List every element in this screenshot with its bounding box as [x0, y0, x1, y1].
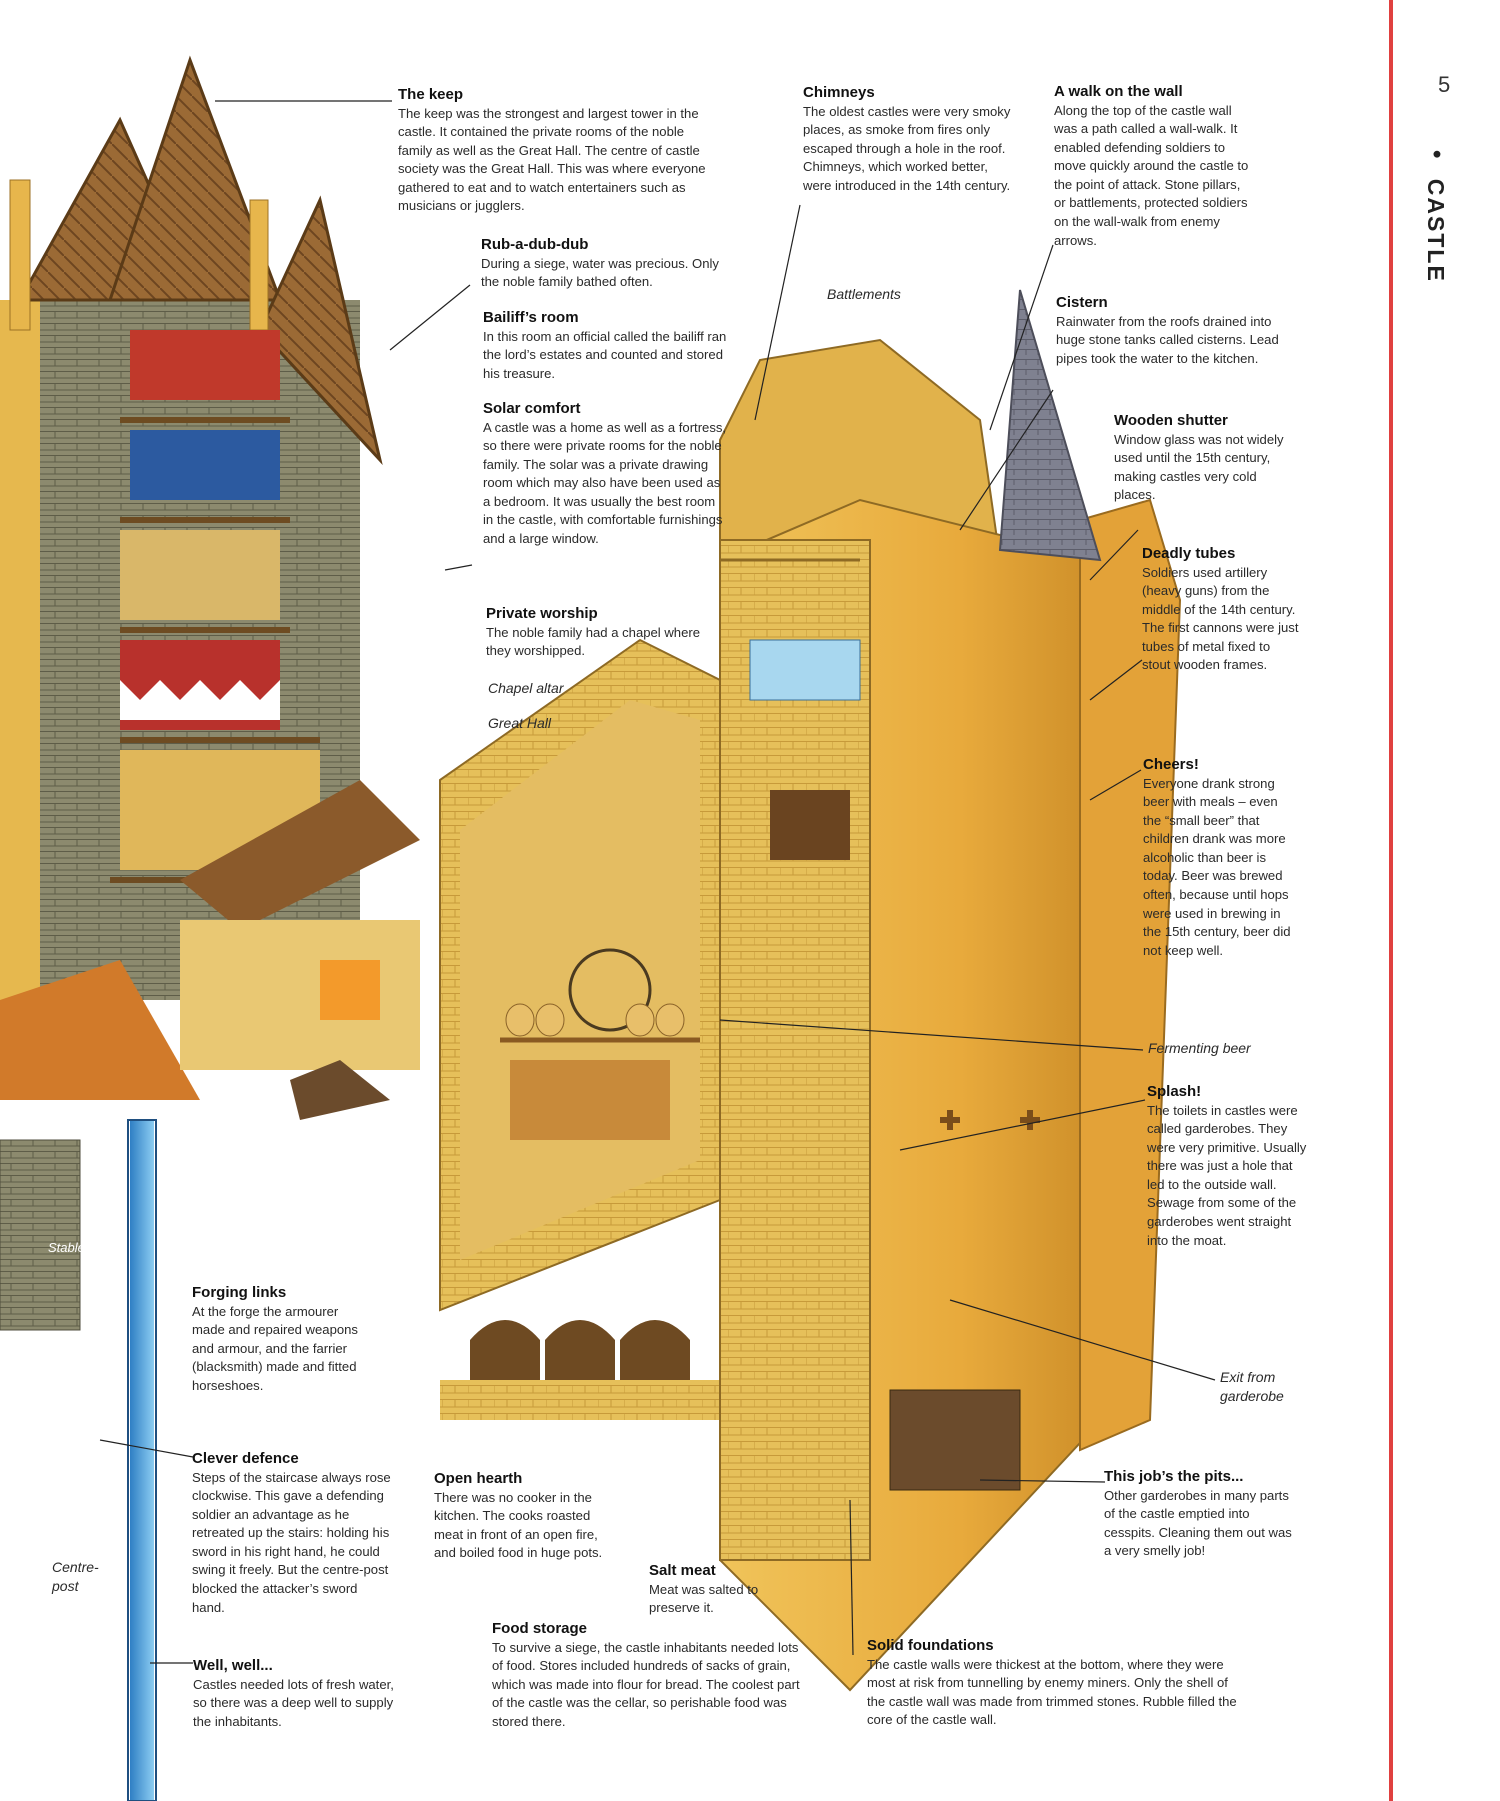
caption-rub-a-dub-dub: Rub-a-dub-dub During a siege, water was … — [481, 236, 721, 292]
label-exit-from-garderobe: Exit from garderobe — [1220, 1369, 1284, 1404]
caption-body: The noble family had a chapel where they… — [486, 624, 700, 659]
well-shaft — [127, 1119, 157, 1801]
caption-body: Meat was salted to preserve it. — [649, 1581, 759, 1616]
caption-title: Deadly tubes — [1142, 545, 1236, 562]
caption-open-hearth: Open hearth There was no cooker in the k… — [434, 1470, 604, 1563]
kitchen-block — [439, 638, 721, 1420]
section-name: CASTLE — [1423, 178, 1449, 283]
caption-body: Soldiers used artillery (heavy guns) fro… — [1142, 564, 1299, 673]
caption-bailiffs-room: Bailiff’s room In this room an official … — [483, 309, 743, 383]
caption-title: Chimneys — [803, 84, 875, 101]
label-great-hall: Great Hall — [488, 715, 552, 731]
caption-title: This job’s the pits... — [1104, 1468, 1244, 1485]
caption-title: Solid foundations — [867, 1637, 994, 1654]
caption-body: A castle was a home as well as a fortres… — [483, 419, 727, 547]
caption-job-the-pits: This job’s the pits... Other garderobes … — [1104, 1468, 1294, 1561]
caption-title: A walk on the wall — [1054, 83, 1183, 100]
caption-body: At the forge the armourer made and repai… — [192, 1303, 358, 1393]
caption-title: Well, well... — [193, 1657, 273, 1674]
caption-deadly-tubes: Deadly tubes Soldiers used artillery (he… — [1142, 545, 1302, 675]
caption-solar-comfort: Solar comfort A castle was a home as wel… — [483, 400, 728, 549]
castle-cutaway-illustration — [0, 55, 1216, 1801]
caption-body: In this room an official called the bail… — [483, 328, 727, 381]
caption-cheers: Cheers! Everyone drank strong beer with … — [1143, 756, 1293, 960]
caption-title: Cheers! — [1143, 756, 1199, 773]
caption-body: The toilets in castles were called garde… — [1147, 1102, 1307, 1248]
caption-body: The keep was the strongest and largest t… — [398, 105, 706, 214]
caption-body: Window glass was not widely used until t… — [1114, 431, 1284, 503]
page-edge-rule — [1389, 0, 1393, 1801]
caption-body: Other garderobes in many parts of the ca… — [1104, 1487, 1292, 1559]
keep-tower — [0, 55, 383, 1331]
label-fermenting-beer: Fermenting beer — [1148, 1040, 1251, 1056]
caption-food-storage: Food storage To survive a siege, the cas… — [492, 1620, 807, 1731]
caption-body: Steps of the staircase always rose clock… — [192, 1469, 391, 1615]
caption-title: Salt meat — [649, 1562, 716, 1579]
caption-title: Clever defence — [192, 1450, 299, 1467]
caption-salt-meat: Salt meat Meat was salted to preserve it… — [649, 1562, 779, 1618]
caption-title: Bailiff’s room — [483, 309, 579, 326]
caption-splash: Splash! The toilets in castles were call… — [1147, 1083, 1312, 1250]
caption-body: Everyone drank strong beer with meals – … — [1143, 775, 1291, 958]
caption-body: During a siege, water was precious. Only… — [481, 255, 719, 290]
caption-well-well: Well, well... Castles needed lots of fre… — [193, 1657, 403, 1731]
caption-clever-defence: Clever defence Steps of the staircase al… — [192, 1450, 392, 1617]
caption-walk-on-the-wall: A walk on the wall Along the top of the … — [1054, 83, 1254, 250]
caption-keep: The keep The keep was the strongest and … — [398, 86, 718, 216]
caption-forging-links: Forging links At the forge the armourer … — [192, 1284, 372, 1395]
caption-title: Food storage — [492, 1620, 588, 1637]
section-title: • CASTLE — [1422, 150, 1450, 283]
section-bullet: • — [1423, 150, 1450, 161]
caption-body: The oldest castles were very smoky place… — [803, 103, 1011, 193]
label-battlements: Battlements — [827, 286, 901, 302]
caption-title: Forging links — [192, 1284, 287, 1301]
caption-title: Splash! — [1147, 1083, 1202, 1100]
caption-body: The castle walls were thickest at the bo… — [867, 1656, 1237, 1728]
caption-private-worship: Private worship The noble family had a c… — [486, 605, 701, 661]
caption-body: Castles needed lots of fresh water, so t… — [193, 1676, 394, 1729]
caption-title: The keep — [398, 86, 464, 103]
forge-shed — [180, 780, 420, 1120]
label-chapel-altar: Chapel altar — [488, 680, 564, 696]
caption-body: Rainwater from the roofs drained into hu… — [1056, 313, 1279, 366]
caption-title: Open hearth — [434, 1470, 523, 1487]
caption-chimneys: Chimneys The oldest castles were very sm… — [803, 84, 1013, 195]
caption-title: Cistern — [1056, 294, 1108, 311]
caption-solid-foundations: Solid foundations The castle walls were … — [867, 1637, 1242, 1730]
caption-body: There was no cooker in the kitchen. The … — [434, 1489, 603, 1561]
caption-title: Solar comfort — [483, 400, 581, 417]
caption-title: Private worship — [486, 605, 598, 622]
page-number: 5 — [1438, 72, 1451, 97]
caption-body: To survive a siege, the castle inhabitan… — [492, 1639, 800, 1729]
caption-cistern: Cistern Rainwater from the roofs drained… — [1056, 294, 1286, 368]
leader-lines — [99, 100, 1216, 1664]
label-stables: Stables — [48, 1240, 92, 1255]
caption-body: Along the top of the castle wall was a p… — [1054, 102, 1249, 248]
caption-title: Wooden shutter — [1114, 412, 1228, 429]
main-tower — [719, 289, 1182, 1692]
caption-title: Rub-a-dub-dub — [481, 236, 589, 253]
label-centre-post: Centre-post — [52, 1559, 99, 1594]
caption-wooden-shutter: Wooden shutter Window glass was not wide… — [1114, 412, 1284, 505]
